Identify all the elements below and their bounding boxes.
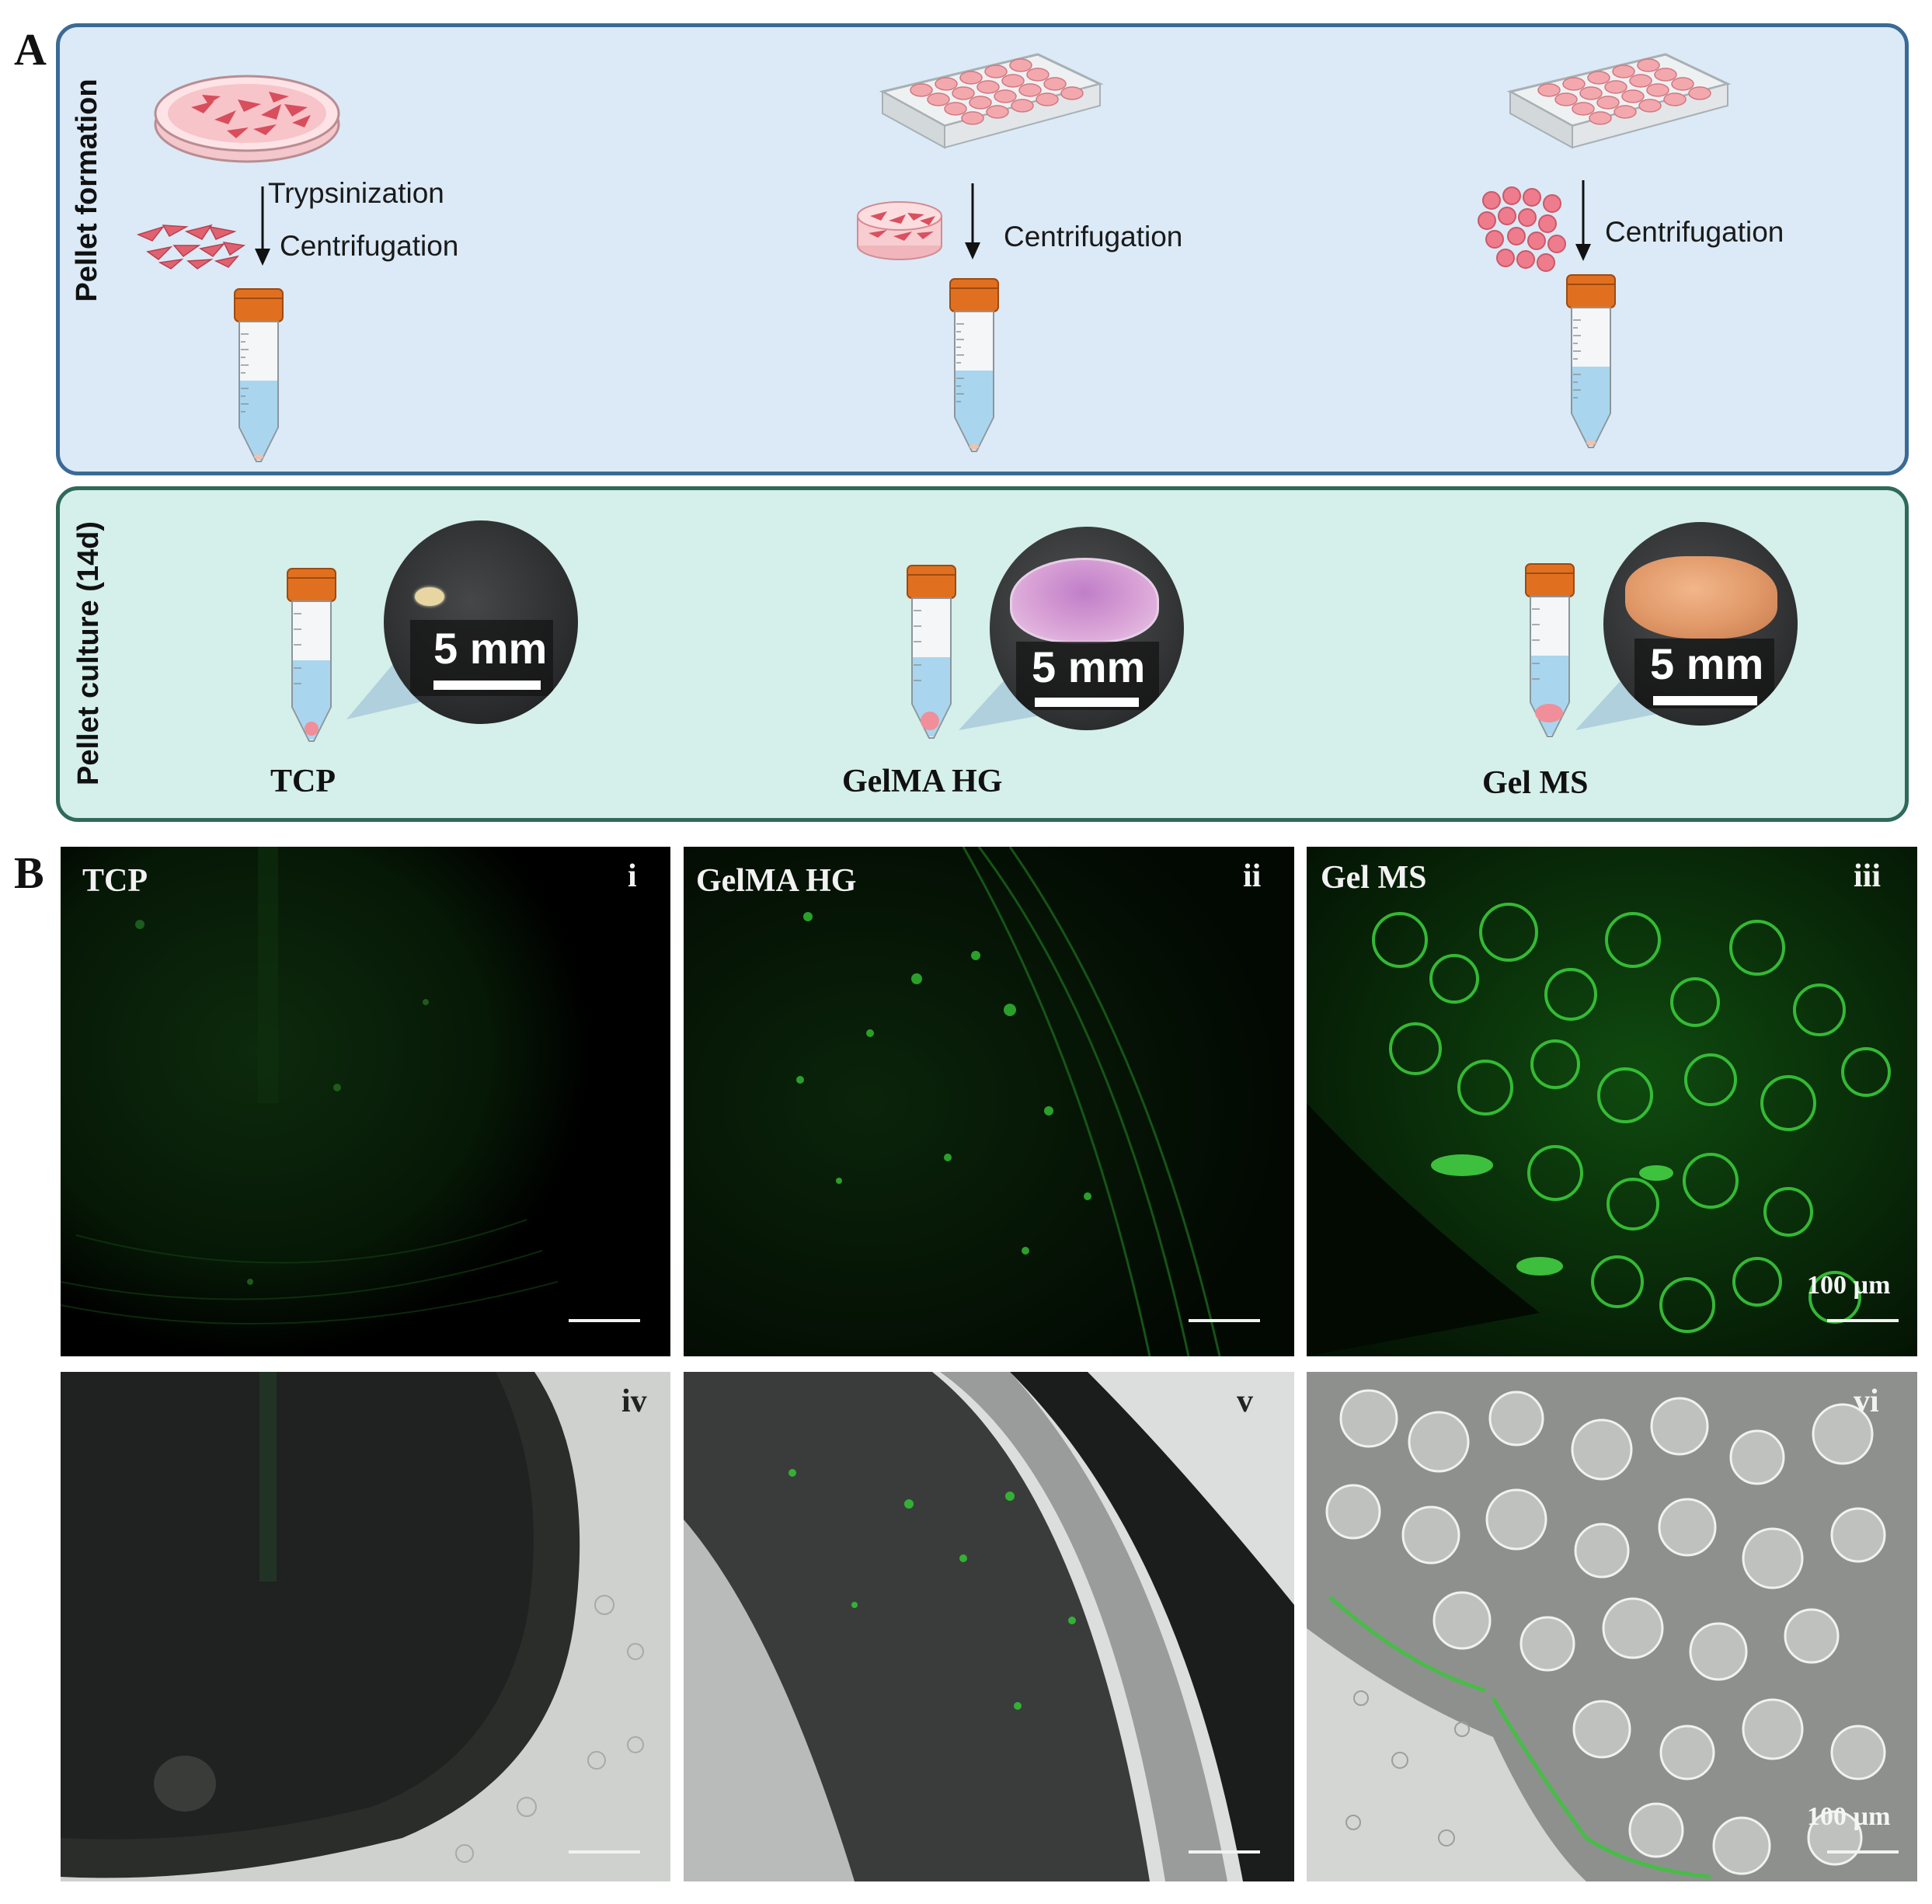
scale-bar: [1189, 1850, 1260, 1854]
photo-scale-bar: [433, 680, 541, 690]
petri-dish-icon: [154, 75, 340, 163]
pellet-photo-gel-ms: 5 mm: [1603, 522, 1798, 726]
scale-bar: [1827, 1850, 1899, 1854]
panel-label-a: A: [14, 24, 47, 75]
pellet-speck: [415, 587, 444, 606]
step-centrifugation-2: Centrifugation: [1004, 221, 1183, 252]
panel-numeral-ii: ii: [1243, 858, 1262, 894]
centrifuge-tube-icon: [234, 288, 284, 462]
photo-scale-label: 5 mm: [1032, 642, 1146, 691]
fluorescence-image-gelma-hg: [684, 847, 1294, 1356]
scale-bar: [569, 1850, 640, 1854]
step-centrifugation-1: Centrifugation: [280, 230, 459, 262]
panel-numeral-v: v: [1237, 1384, 1253, 1419]
step-centrifugation-3: Centrifugation: [1605, 216, 1784, 248]
condition-label-gel-ms: Gel MS: [1482, 765, 1589, 801]
hydrogel-pellet: [1010, 558, 1159, 643]
centrifuge-tube-icon: [949, 278, 999, 452]
scale-bar: [1827, 1319, 1899, 1322]
scale-bar: [1189, 1319, 1260, 1322]
arrow-down-icon: [965, 183, 980, 259]
pellet-photo-tcp: 5 mm: [384, 520, 578, 724]
pellet-photo-gelma-hg: 5 mm: [990, 527, 1184, 730]
pellet-tube-icon: [907, 565, 956, 739]
fluorescence-image-gel-ms: [1307, 847, 1917, 1356]
pellet-tube-icon: [1525, 563, 1575, 737]
pellet-formation-label: Pellet formation: [71, 78, 103, 302]
scale-bar: [569, 1319, 640, 1322]
panel-numeral-i: i: [628, 858, 637, 894]
image-title-gel-ms: Gel MS: [1321, 860, 1427, 896]
condition-label-tcp: TCP: [270, 764, 336, 799]
pellet-tube-icon: [287, 568, 336, 742]
condition-label-gelma-hg: GelMA HG: [842, 764, 1003, 799]
panel-numeral-iii: iii: [1854, 858, 1882, 894]
photo-scale-bar: [1035, 698, 1139, 707]
panel-numeral-vi: vi: [1854, 1384, 1879, 1419]
scale-bar-label: 100 µm: [1807, 1802, 1891, 1831]
merged-image-gel-ms: [1307, 1372, 1917, 1881]
hydrogel-disk-icon: [857, 201, 942, 260]
microspheres-icon: [1478, 186, 1566, 272]
panel-numeral-iv: iv: [621, 1384, 647, 1419]
photo-scale-label: 5 mm: [1650, 639, 1764, 688]
photo-scale-label: 5 mm: [433, 624, 548, 673]
image-title-tcp: TCP: [82, 863, 148, 899]
arrow-down-icon: [255, 186, 270, 266]
fluorescence-image-tcp: [61, 847, 670, 1356]
step-trypsinization: Trypsinization: [268, 177, 444, 209]
well-plate-icon: [1506, 53, 1732, 149]
merged-image-gelma-hg: [684, 1372, 1294, 1881]
photo-scale-bar: [1653, 696, 1757, 705]
pellet-culture-box: [56, 486, 1909, 822]
image-title-gelma-hg: GelMA HG: [696, 863, 857, 899]
pellet-culture-label: Pellet culture (14d): [72, 521, 105, 785]
merged-image-tcp: [61, 1372, 670, 1881]
detached-cells-icon: [136, 224, 246, 270]
scale-bar-label: 100 µm: [1807, 1271, 1891, 1300]
panel-label-b: B: [14, 848, 44, 898]
arrow-down-icon: [1575, 180, 1591, 261]
microsphere-pellet: [1625, 556, 1777, 639]
centrifuge-tube-icon: [1566, 274, 1616, 448]
well-plate-icon: [879, 53, 1104, 149]
